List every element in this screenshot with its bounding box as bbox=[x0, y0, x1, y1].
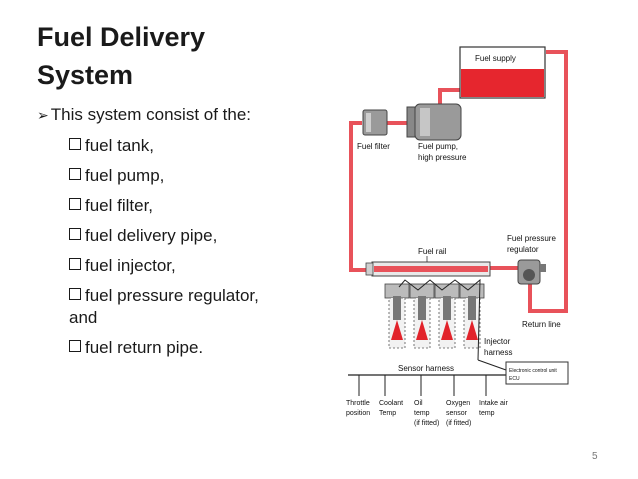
injectors bbox=[384, 283, 485, 349]
throttle-label-line2: position bbox=[346, 410, 370, 417]
sensor-harness: Sensor harness bbox=[348, 364, 506, 396]
checkbox-bullet-icon bbox=[69, 340, 81, 352]
oil-label-line2: temp bbox=[414, 410, 430, 417]
fuel-pressure-regulator: Fuel pressure regulator Return line bbox=[507, 234, 561, 329]
oil-label-line1: Oil bbox=[414, 400, 423, 407]
fuel-filter: Fuel filter bbox=[357, 109, 390, 151]
sensor-labels: Throttle position Coolant Temp Oil temp … bbox=[346, 400, 508, 427]
injector bbox=[434, 283, 460, 349]
sensor-harness-label: Sensor harness bbox=[398, 364, 454, 373]
list-item: fuel tank, bbox=[69, 135, 267, 157]
injector bbox=[459, 283, 485, 349]
page-number: 5 bbox=[592, 451, 598, 462]
regulator-label-line1: Fuel pressure bbox=[507, 234, 556, 243]
filter-to-rail-line bbox=[349, 121, 372, 272]
injector-harness-label-line1: Injector bbox=[484, 337, 511, 346]
slide-title: Fuel Delivery System bbox=[37, 22, 206, 90]
intake-label-line2: temp bbox=[479, 410, 495, 417]
ecu-label-line2: ECU bbox=[509, 376, 520, 382]
intake-label-line1: Intake air bbox=[479, 400, 508, 407]
intro-text: This system consist of the: bbox=[50, 105, 252, 124]
fuel-supply-label: Fuel supply bbox=[475, 54, 516, 63]
intro-bullet: ➢This system consist of the: bbox=[37, 104, 267, 127]
checkbox-bullet-icon bbox=[69, 168, 81, 180]
list-item: fuel delivery pipe, bbox=[69, 225, 267, 247]
injector bbox=[409, 283, 435, 349]
checkbox-bullet-icon bbox=[69, 228, 81, 240]
throttle-label-line1: Throttle bbox=[346, 400, 370, 407]
list-item: fuel return pipe. bbox=[69, 337, 267, 359]
arrow-bullet-icon: ➢ bbox=[37, 108, 49, 124]
checkbox-bullet-icon bbox=[69, 138, 81, 150]
return-line-label: Return line bbox=[522, 320, 561, 329]
list-item: fuel injector, bbox=[69, 255, 267, 277]
fuel-filter-label: Fuel filter bbox=[357, 142, 390, 151]
fuel-rail: Fuel rail bbox=[365, 247, 491, 277]
fuel-supply-tank: Fuel supply bbox=[459, 46, 546, 99]
bullet-list: ➢This system consist of the: fuel tank, … bbox=[37, 104, 267, 359]
ecu-box: Electronic control unit ECU bbox=[505, 361, 569, 385]
fuel-pump-label-line2: high pressure bbox=[418, 153, 467, 162]
list-item: fuel pump, bbox=[69, 165, 267, 187]
fuel-rail-label: Fuel rail bbox=[418, 247, 447, 256]
injector-harness-label-line2: harness bbox=[484, 348, 512, 357]
list-item: fuel filter, bbox=[69, 195, 267, 217]
fuel-pump: Fuel pump, high pressure bbox=[406, 103, 467, 162]
ecu-label-line1: Electronic control unit bbox=[509, 368, 557, 374]
injector bbox=[384, 283, 410, 349]
checkbox-bullet-icon bbox=[69, 258, 81, 270]
checkbox-bullet-icon bbox=[69, 198, 81, 210]
coolant-label-line1: Coolant bbox=[379, 400, 403, 407]
coolant-label-line2: Temp bbox=[379, 410, 396, 417]
oxygen-label-line1: Oxygen bbox=[446, 400, 470, 407]
oil-label-line3: (if fitted) bbox=[414, 420, 439, 427]
oxygen-label-line2: sensor bbox=[446, 410, 468, 417]
checkbox-bullet-icon bbox=[69, 288, 81, 300]
oxygen-label-line3: (if fitted) bbox=[446, 420, 471, 427]
regulator-label-line2: regulator bbox=[507, 245, 539, 254]
list-item: fuel pressure regulator, and bbox=[69, 286, 259, 327]
fuel-pump-label-line1: Fuel pump, bbox=[418, 142, 458, 151]
return-line bbox=[528, 50, 568, 313]
injector-harness-wiring bbox=[398, 278, 507, 371]
